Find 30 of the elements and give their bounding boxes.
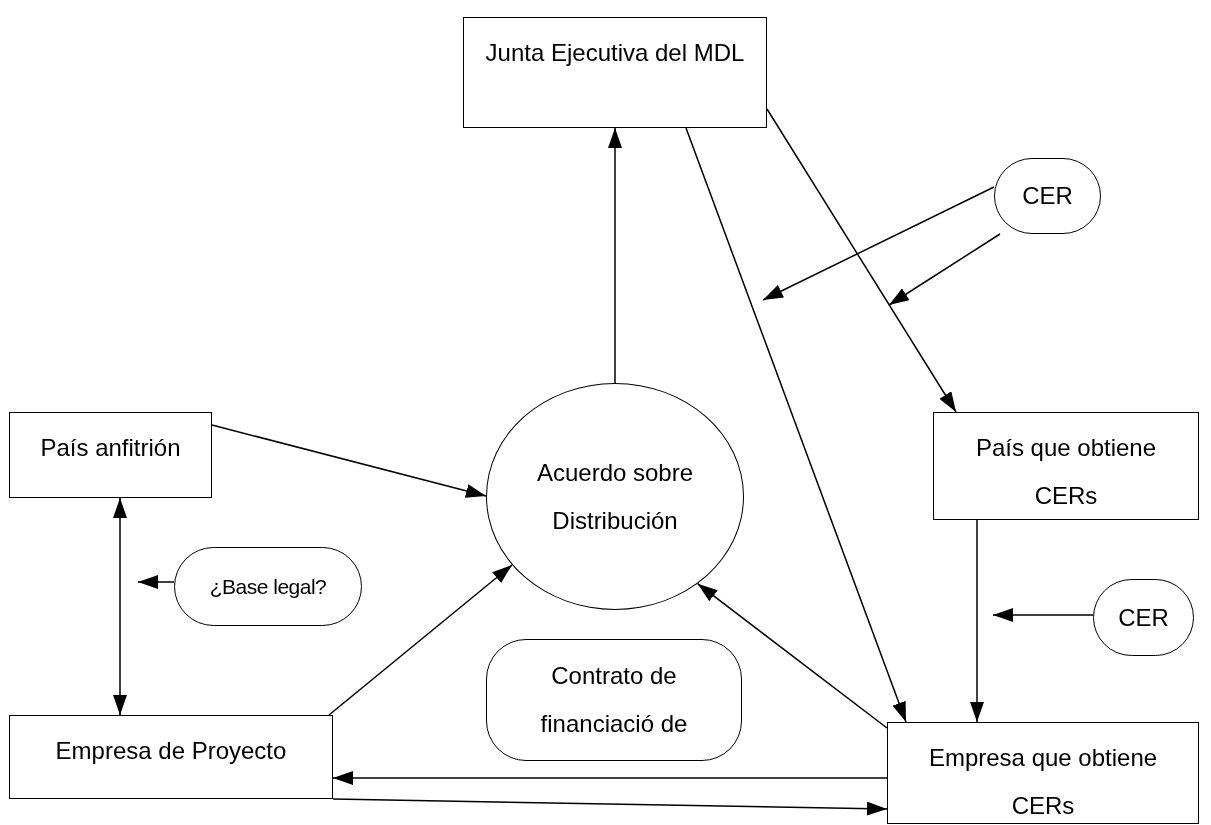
node-label: País que obtiene CERs xyxy=(974,433,1158,511)
node-label: Empresa que obtiene CERs xyxy=(927,743,1159,821)
arrow xyxy=(137,575,175,589)
arrow xyxy=(766,108,957,413)
process-box xyxy=(463,17,767,128)
node-label: Empresa de Proyecto xyxy=(55,736,287,766)
node-label: CER xyxy=(1118,602,1169,633)
arrow xyxy=(332,798,888,816)
arrow xyxy=(332,771,888,785)
arrow xyxy=(685,127,907,723)
double-arrow xyxy=(113,497,127,716)
arrow xyxy=(608,127,622,384)
rounded-box xyxy=(486,639,742,761)
arrow xyxy=(696,582,888,729)
process-box xyxy=(9,412,212,498)
arrow xyxy=(970,519,984,723)
arrow xyxy=(211,424,487,498)
process-box xyxy=(9,715,333,799)
arrow xyxy=(888,233,1001,306)
arrow xyxy=(762,186,995,301)
process-box xyxy=(933,412,1199,520)
node-label: ¿Base legal? xyxy=(209,573,327,600)
process-box xyxy=(887,722,1199,824)
node-label: Junta Ejecutiva del MDL xyxy=(485,38,745,68)
arrow xyxy=(992,608,1094,622)
node-label: Acuerdo sobre Distribución xyxy=(535,457,695,536)
node-label: País anfitrión xyxy=(40,433,181,463)
node-label: CER xyxy=(1022,181,1073,211)
node-label: Contrato de financiació de xyxy=(539,661,689,739)
arrow xyxy=(328,564,513,716)
